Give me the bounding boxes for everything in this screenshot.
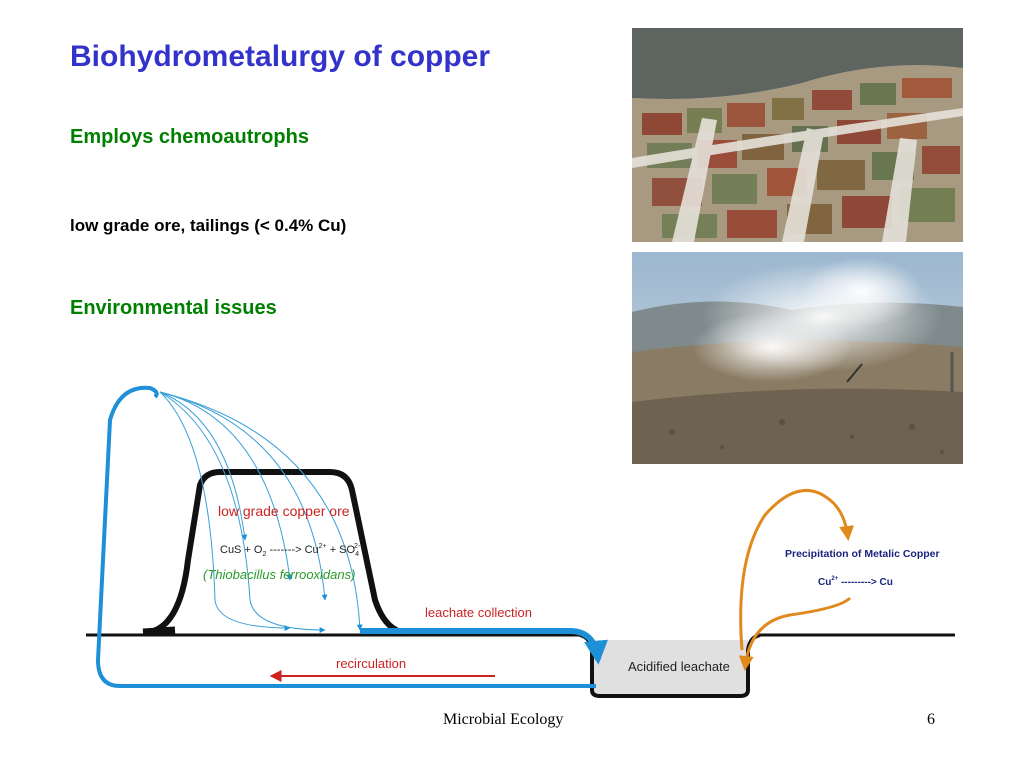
recirculation-pipe [95, 385, 596, 688]
page-number: 6 [927, 711, 935, 728]
orange-flow-out [739, 488, 855, 651]
leachate-collection-label: leachate collection [425, 605, 532, 620]
leachate-collection-flow [360, 628, 608, 665]
organism-label: (Thiobacillus ferrooxidans) [203, 567, 355, 582]
heap-label: low grade copper ore [218, 503, 350, 519]
heap-leach-diagram: low grade copper ore CuS + O2 -------> C… [86, 385, 955, 698]
acidified-leachate-label: Acidified leachate [628, 659, 730, 674]
precipitation-title: Precipitation of Metalic Copper [785, 548, 940, 560]
bullet-environmental-issues: Environmental issues [70, 297, 277, 319]
ore-heap [144, 469, 406, 636]
aerial-leach-pads-photo [632, 28, 963, 242]
reaction-equation: CuS + O2 -------> Cu2+ + SO42- [220, 543, 361, 558]
orange-flow-in [738, 596, 852, 671]
bullet-chemoautrophs: Employs chemoautrophs [70, 126, 309, 148]
precipitation-reaction: Cu2+ ---------> Cu [818, 576, 893, 588]
footer-title: Microbial Ecology [443, 711, 564, 728]
recirculation-label: recirculation [336, 656, 406, 671]
sprinkler-flow-lines [159, 391, 363, 633]
leachate-pit-fill [592, 640, 748, 695]
bullet-low-grade-ore: low grade ore, tailings (< 0.4% Cu) [70, 216, 347, 235]
slide-title: Biohydrometalurgy of copper [70, 40, 491, 73]
sprinkler-spray-photo [632, 252, 963, 464]
